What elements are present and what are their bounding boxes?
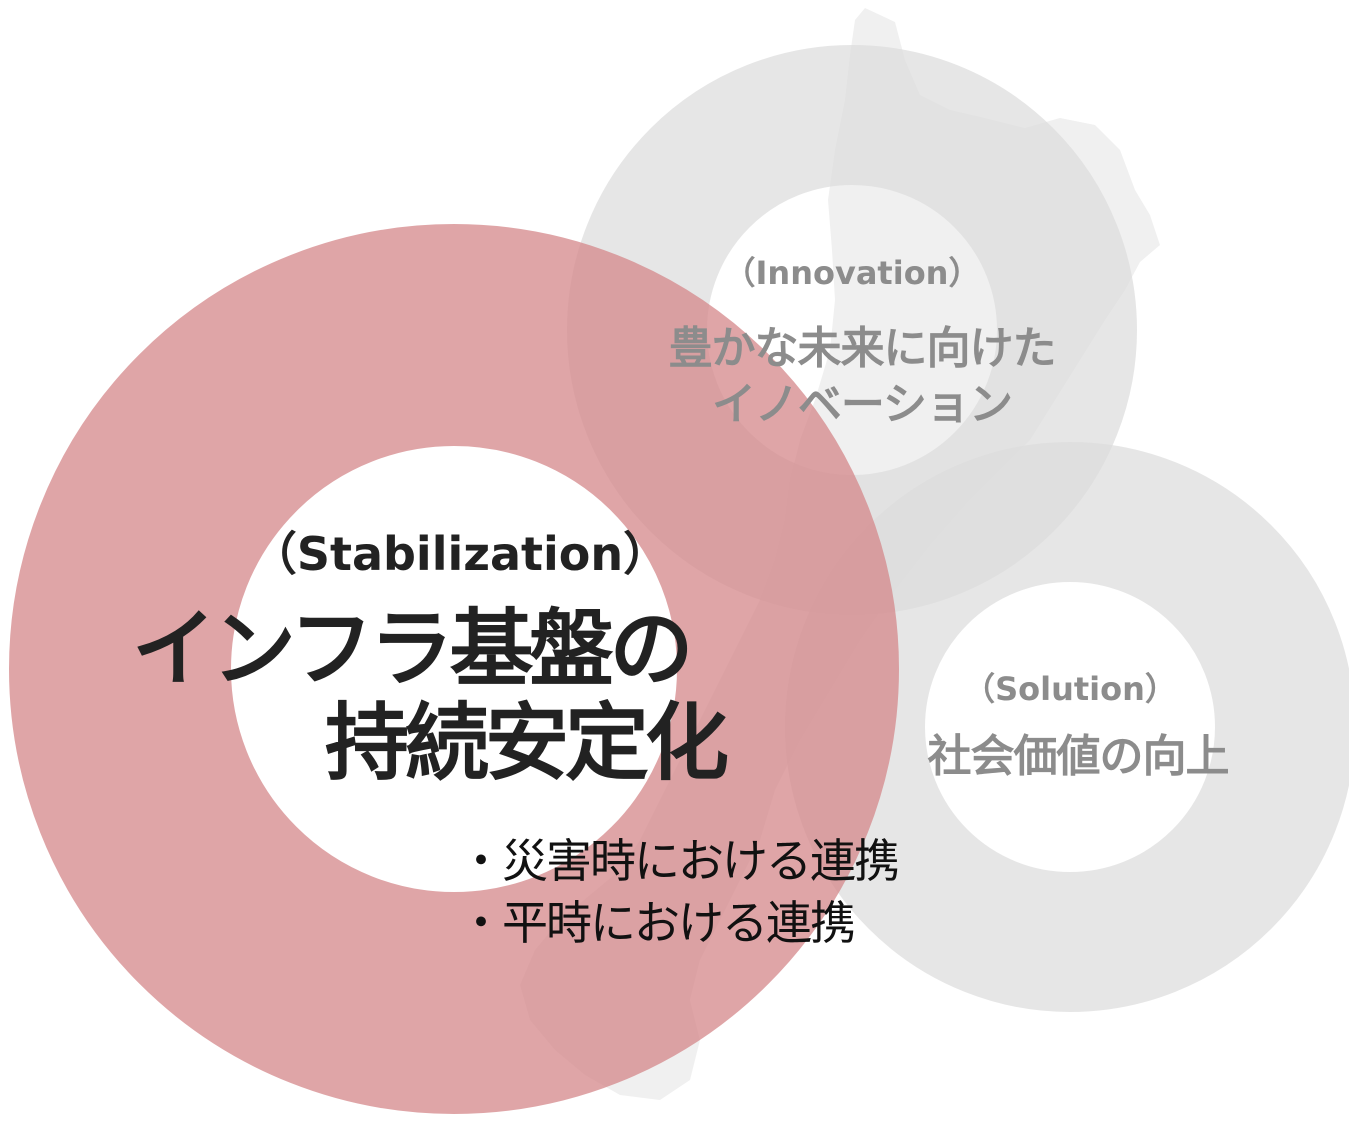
stabilization-ring [9, 224, 899, 1114]
stabilization-title-line2: 持続安定化 [325, 694, 729, 792]
innovation-subtitle: （Innovation） [723, 254, 981, 292]
stabilization-bullet-disaster: ・災害時における連携 [458, 834, 900, 888]
innovation-title-line1: 豊かな未来に向けた [668, 323, 1057, 374]
solution-title: 社会価値の向上 [927, 731, 1230, 782]
innovation-title-line2: イノベーション [711, 379, 1013, 430]
solution-subtitle: （Solution） [963, 670, 1177, 708]
stabilization-bullet-normal: ・平時における連携 [458, 896, 856, 950]
stabilization-title-line1: インフラ基盤の [132, 600, 693, 698]
stabilization-subtitle: （Stabilization） [250, 527, 670, 581]
